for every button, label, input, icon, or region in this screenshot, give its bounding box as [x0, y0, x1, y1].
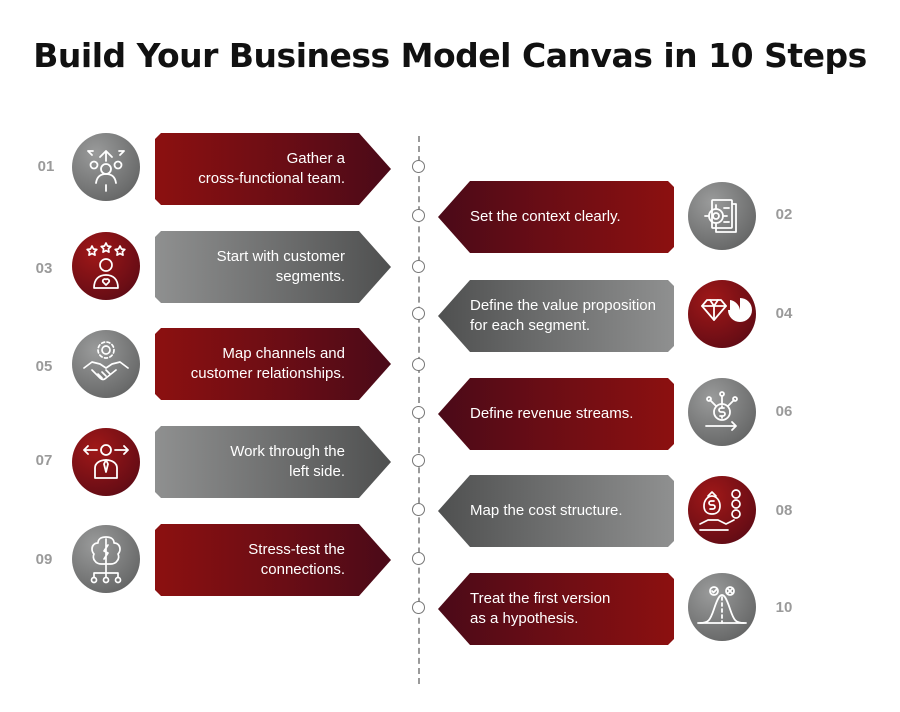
- diamond-pie-icon: [688, 280, 756, 348]
- step-arrow: Stress-test the connections.: [155, 524, 391, 596]
- step-text: Map the cost structure.: [470, 502, 623, 519]
- timeline-dot: [412, 260, 425, 273]
- step-number: 05: [35, 358, 53, 375]
- timeline-dot: [412, 307, 425, 320]
- step-text: Work through the left side.: [230, 443, 345, 480]
- customer-rating-icon: [72, 232, 140, 300]
- step-text: Define the value proposition for each se…: [470, 297, 656, 334]
- step-number: 01: [37, 158, 55, 175]
- step-text: Gather a cross-functional team.: [198, 150, 345, 187]
- step-arrow: Set the context clearly.: [438, 181, 674, 253]
- step-text: Set the context clearly.: [470, 208, 621, 225]
- bell-curve-icon: [688, 573, 756, 641]
- step-arrow: Define the value proposition for each se…: [438, 280, 674, 352]
- timeline-dot: [412, 406, 425, 419]
- step-arrow: Start with customer segments.: [155, 231, 391, 303]
- step-arrow: Gather a cross-functional team.: [155, 133, 391, 205]
- timeline-dot: [412, 209, 425, 222]
- team-network-icon: [72, 133, 140, 201]
- brain-network-icon: [72, 525, 140, 593]
- step-arrow: Map the cost structure.: [438, 475, 674, 547]
- step-text: Start with customer segments.: [216, 248, 345, 285]
- step-number: 03: [35, 260, 53, 277]
- step-number: 07: [35, 452, 53, 469]
- step-number: 06: [775, 403, 793, 420]
- step-text: Map channels and customer relationships.: [190, 345, 345, 382]
- timeline-dot: [412, 601, 425, 614]
- step-text: Treat the first version as a hypothesis.: [470, 590, 611, 627]
- step-number: 09: [35, 551, 53, 568]
- revenue-dollar-icon: [688, 378, 756, 446]
- cost-hand-coins-icon: [688, 476, 756, 544]
- step-number: 02: [775, 206, 793, 223]
- step-number: 10: [775, 599, 793, 616]
- step-text: Stress-test the connections.: [248, 541, 345, 578]
- step-number: 04: [775, 305, 793, 322]
- timeline-dot: [412, 552, 425, 565]
- step-arrow: Map channels and customer relationships.: [155, 328, 391, 400]
- timeline-dot: [412, 358, 425, 371]
- businessman-arrows-icon: [72, 428, 140, 496]
- step-number: 08: [775, 502, 793, 519]
- handshake-gear-icon: [72, 330, 140, 398]
- timeline-dot: [412, 160, 425, 173]
- step-arrow: Treat the first version as a hypothesis.: [438, 573, 674, 645]
- timeline-dot: [412, 454, 425, 467]
- target-document-icon: [688, 182, 756, 250]
- step-arrow: Work through the left side.: [155, 426, 391, 498]
- step-text: Define revenue streams.: [470, 405, 634, 422]
- page-title: Build Your Business Model Canvas in 10 S…: [33, 36, 867, 75]
- timeline-dot: [412, 503, 425, 516]
- step-arrow: Define revenue streams.: [438, 378, 674, 450]
